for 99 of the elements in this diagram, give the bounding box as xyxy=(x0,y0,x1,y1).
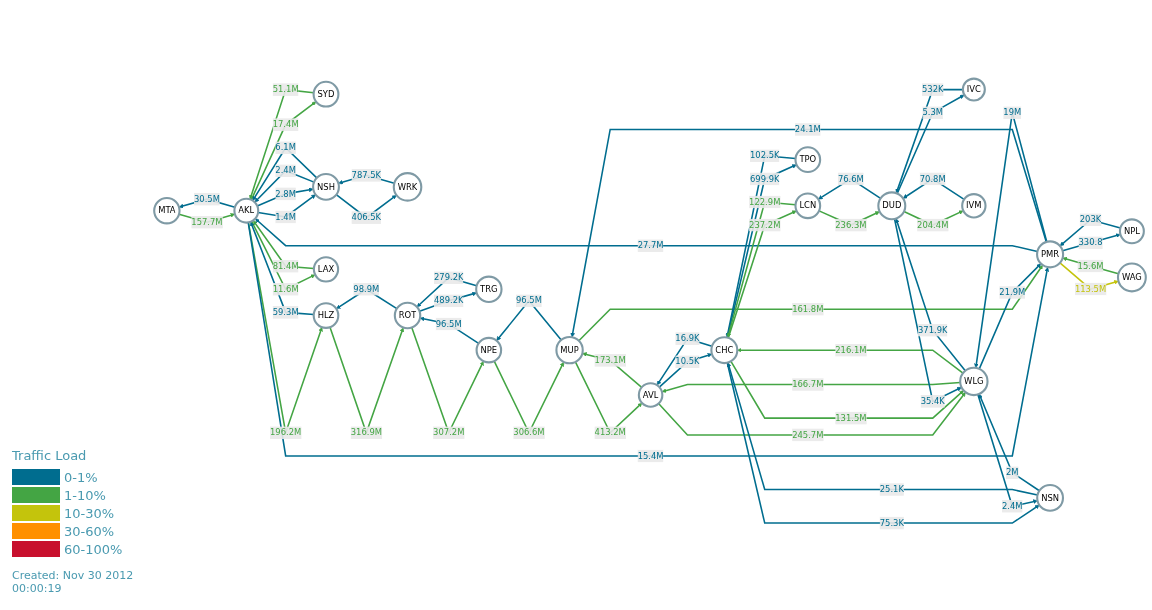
edge-label: 27.7M xyxy=(637,240,664,251)
edge-label: 196.2M xyxy=(270,427,302,438)
arrow xyxy=(578,264,1043,342)
node-circle: MTA xyxy=(153,197,181,225)
edge-label: 122.9M xyxy=(749,196,781,207)
edge-label: 699.9K xyxy=(749,173,780,184)
arrow xyxy=(249,88,315,200)
node-circle: IVC xyxy=(961,77,986,102)
edge-label: 25.1K xyxy=(879,484,904,495)
edge-label: 81.4M xyxy=(272,260,299,271)
edge-label: 216.1M xyxy=(835,344,867,355)
node-circle: LCN xyxy=(794,192,822,220)
arrow xyxy=(895,218,967,372)
edge-label: 21.9M xyxy=(999,287,1026,298)
node-circle: NSH xyxy=(312,172,340,201)
edge-label: 59.3M xyxy=(272,307,299,318)
arrow xyxy=(658,353,713,388)
legend-text: 1-10% xyxy=(64,487,106,503)
arrow xyxy=(657,392,966,436)
edge-label: 279.2K xyxy=(433,272,464,283)
edge-label: 371.9K xyxy=(917,324,948,335)
edge-label: 237.2M xyxy=(749,219,781,230)
edge-label: 2.4M xyxy=(275,165,296,176)
edge-label: 24.1M xyxy=(794,124,821,135)
edge-label: 19M xyxy=(1003,107,1022,118)
node-circle: SYD xyxy=(312,80,340,108)
edge-label: 2.4M xyxy=(1002,501,1023,512)
edge-label: 75.3K xyxy=(879,517,904,528)
edge-label: 316.9M xyxy=(350,427,382,438)
node-circle: PMR xyxy=(1036,240,1065,269)
edge-label: 307.2M xyxy=(433,427,465,438)
edge-label: 17.4M xyxy=(272,119,299,130)
edge-label: 413.2M xyxy=(594,427,626,438)
edge-label: 51.1M xyxy=(272,84,299,95)
edge-label: 30.5M xyxy=(194,193,220,204)
edge-label: 2M xyxy=(1006,467,1019,478)
edge-label: 98.9M xyxy=(353,284,380,295)
node-circle: LAX xyxy=(312,256,340,283)
arrow xyxy=(570,128,1048,338)
node-circle: IVM xyxy=(961,193,987,219)
node-circle: TRG xyxy=(475,275,503,304)
node-circle: NPE xyxy=(475,336,503,364)
node-circle: AKL xyxy=(233,197,260,224)
edge-label: 6.1M xyxy=(275,142,296,153)
arrow xyxy=(250,101,317,201)
node-circle: NSN xyxy=(1036,483,1064,512)
edge-label: 532K xyxy=(921,84,944,95)
node-circle: WAG xyxy=(1116,262,1147,293)
edge-label: 173.1M xyxy=(594,355,626,366)
legend-text: 10-30% xyxy=(64,505,115,521)
edge-label: 15.6M xyxy=(1077,260,1104,271)
edge-label: 76.6M xyxy=(837,173,864,184)
edge-label: 406.5K xyxy=(351,212,382,223)
edge-label: 157.7M xyxy=(191,216,223,227)
node-circle: CHC xyxy=(710,336,739,365)
node-circle: ROT xyxy=(393,301,422,330)
edge-label: 306.6M xyxy=(513,427,545,438)
edge-label: 70.8M xyxy=(919,173,946,184)
arrow xyxy=(418,291,477,313)
edge-label: 1.4M xyxy=(275,211,296,222)
edge-label: 113.5M xyxy=(1074,283,1107,294)
edge-label: 489.2K xyxy=(433,295,464,306)
edge-label: 16.9K xyxy=(675,333,700,344)
edge-label: 5.3M xyxy=(922,107,944,118)
edge-label: 96.5M xyxy=(516,295,542,306)
legend-title: Traffic Load xyxy=(12,448,87,463)
node-circle: NPL xyxy=(1118,218,1145,245)
edge-label: 102.5K xyxy=(749,150,780,161)
legend-text: 0-1% xyxy=(64,469,98,485)
edge-label: 166.7M xyxy=(792,379,824,390)
node-circle: WRK xyxy=(392,172,423,202)
edge-label: 11.6M xyxy=(272,284,299,295)
edge-label: 15.4M xyxy=(637,450,664,461)
node-circle: TPO xyxy=(794,146,822,174)
node-circle: DUD xyxy=(877,191,907,221)
arrow xyxy=(582,352,643,389)
arrow xyxy=(978,263,1042,370)
edge-label: 330.8 xyxy=(1078,237,1103,248)
node-circle: WLG xyxy=(959,366,989,397)
edge-label: 35.4K xyxy=(920,396,945,407)
edge-label: 96.5M xyxy=(435,318,462,329)
edge-label: 203K xyxy=(1079,214,1102,225)
arrow xyxy=(419,316,480,345)
node-circle: MUP xyxy=(555,335,584,365)
edge-label: 10.5K xyxy=(675,356,700,367)
edge-label: 161.8M xyxy=(792,303,824,314)
edge-label: 236.3M xyxy=(835,219,867,230)
legend-text: 30-60% xyxy=(64,523,115,539)
timestamp-note: Created: Nov 30 2012 00:00:19 xyxy=(12,569,135,595)
edge-label: 204.4M xyxy=(917,219,949,230)
node-circle: HLZ xyxy=(312,302,340,329)
edge-label: 787.5K xyxy=(351,170,382,181)
arrow xyxy=(661,381,961,393)
node-circle: AVL xyxy=(637,382,664,408)
arrow xyxy=(978,393,1041,492)
legend-text: 60-100% xyxy=(64,541,123,557)
edge-label: 131.5M xyxy=(835,412,867,423)
edge-label: 245.7M xyxy=(792,429,824,440)
edge-label: 2.8M xyxy=(275,188,296,199)
